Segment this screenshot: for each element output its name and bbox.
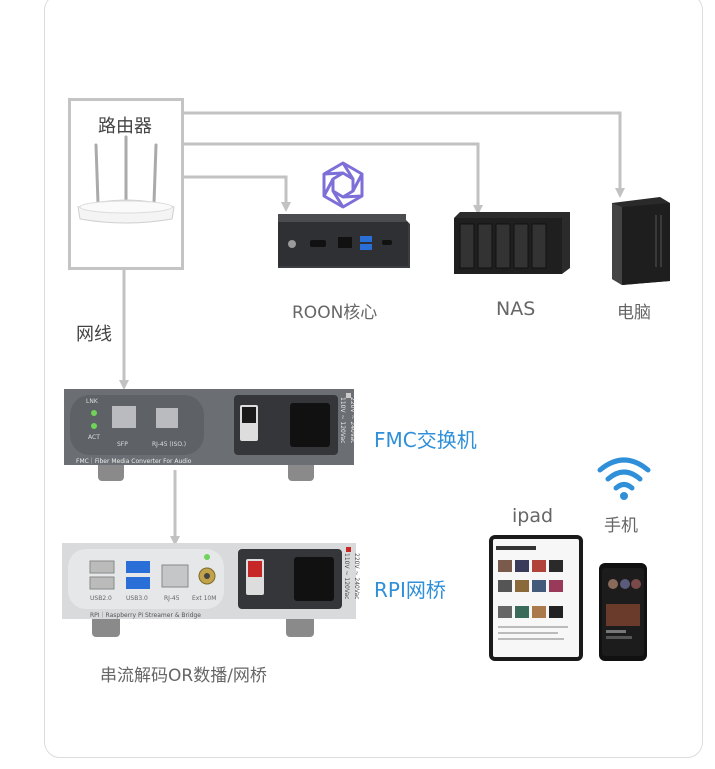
rpi-ext-text: Ext 10M — [192, 595, 217, 602]
ipad-icon — [489, 535, 583, 661]
line-router-pc — [184, 111, 625, 198]
rpi-device: USB2.0 USB3.0 RJ-45 Ext 10M RPI｜Raspberr… — [62, 543, 360, 641]
line-router-nas — [184, 142, 483, 215]
wifi-icon — [597, 457, 651, 500]
pc-tower-icon — [612, 197, 670, 285]
phone-label: 手机 — [604, 516, 638, 536]
mini-pc-icon — [278, 214, 410, 268]
phone-icon — [599, 563, 647, 661]
rpi-caption: RPI｜Raspberry Pi Streamer & Bridge — [90, 612, 201, 619]
rpi-usb2-text: USB2.0 — [90, 595, 112, 602]
rpi-label: RPI网桥 — [374, 578, 446, 602]
rpi-voltage-1: 110V ~ 120Vac — [343, 553, 350, 600]
rpi-usb3-text: USB3.0 — [126, 595, 148, 602]
bottom-label: 串流解码OR数播/网桥 — [100, 666, 267, 686]
fmc-caption: FMC｜Fiber Media Converter For Audio — [76, 458, 192, 465]
rpi-rj45-text: RJ-45 — [164, 595, 180, 602]
fmc-label: FMC交换机 — [374, 428, 477, 452]
fmc-act-text: ACT — [88, 434, 100, 441]
fmc-sfp-text: SFP — [117, 441, 128, 448]
ipad-label: ipad — [512, 505, 554, 527]
line-router-roon — [184, 175, 291, 212]
fmc-voltage-1: 110V ~ 120Vac — [339, 397, 346, 444]
rpi-voltage-2: 220V ~ 240Vac — [353, 553, 360, 600]
fmc-lnk-text: LNK — [86, 398, 98, 405]
nas-label: NAS — [496, 298, 536, 320]
roon-label: ROON核心 — [292, 303, 378, 323]
router-box — [68, 98, 184, 270]
nas-icon — [454, 212, 570, 274]
fmc-rj45-text: RJ-45 (ISO.) — [152, 441, 187, 448]
cable-label: 网线 — [76, 324, 112, 345]
roon-logo-icon — [322, 161, 364, 209]
fmc-voltage-2: 220V ~ 240Vac — [349, 397, 356, 444]
fmc-device: LNK ACT SFP RJ-45 (ISO.) FMC｜Fiber Media… — [64, 389, 356, 485]
pc-label: 电脑 — [617, 303, 651, 323]
router-icon — [77, 135, 175, 224]
router-label: 路由器 — [98, 116, 152, 137]
